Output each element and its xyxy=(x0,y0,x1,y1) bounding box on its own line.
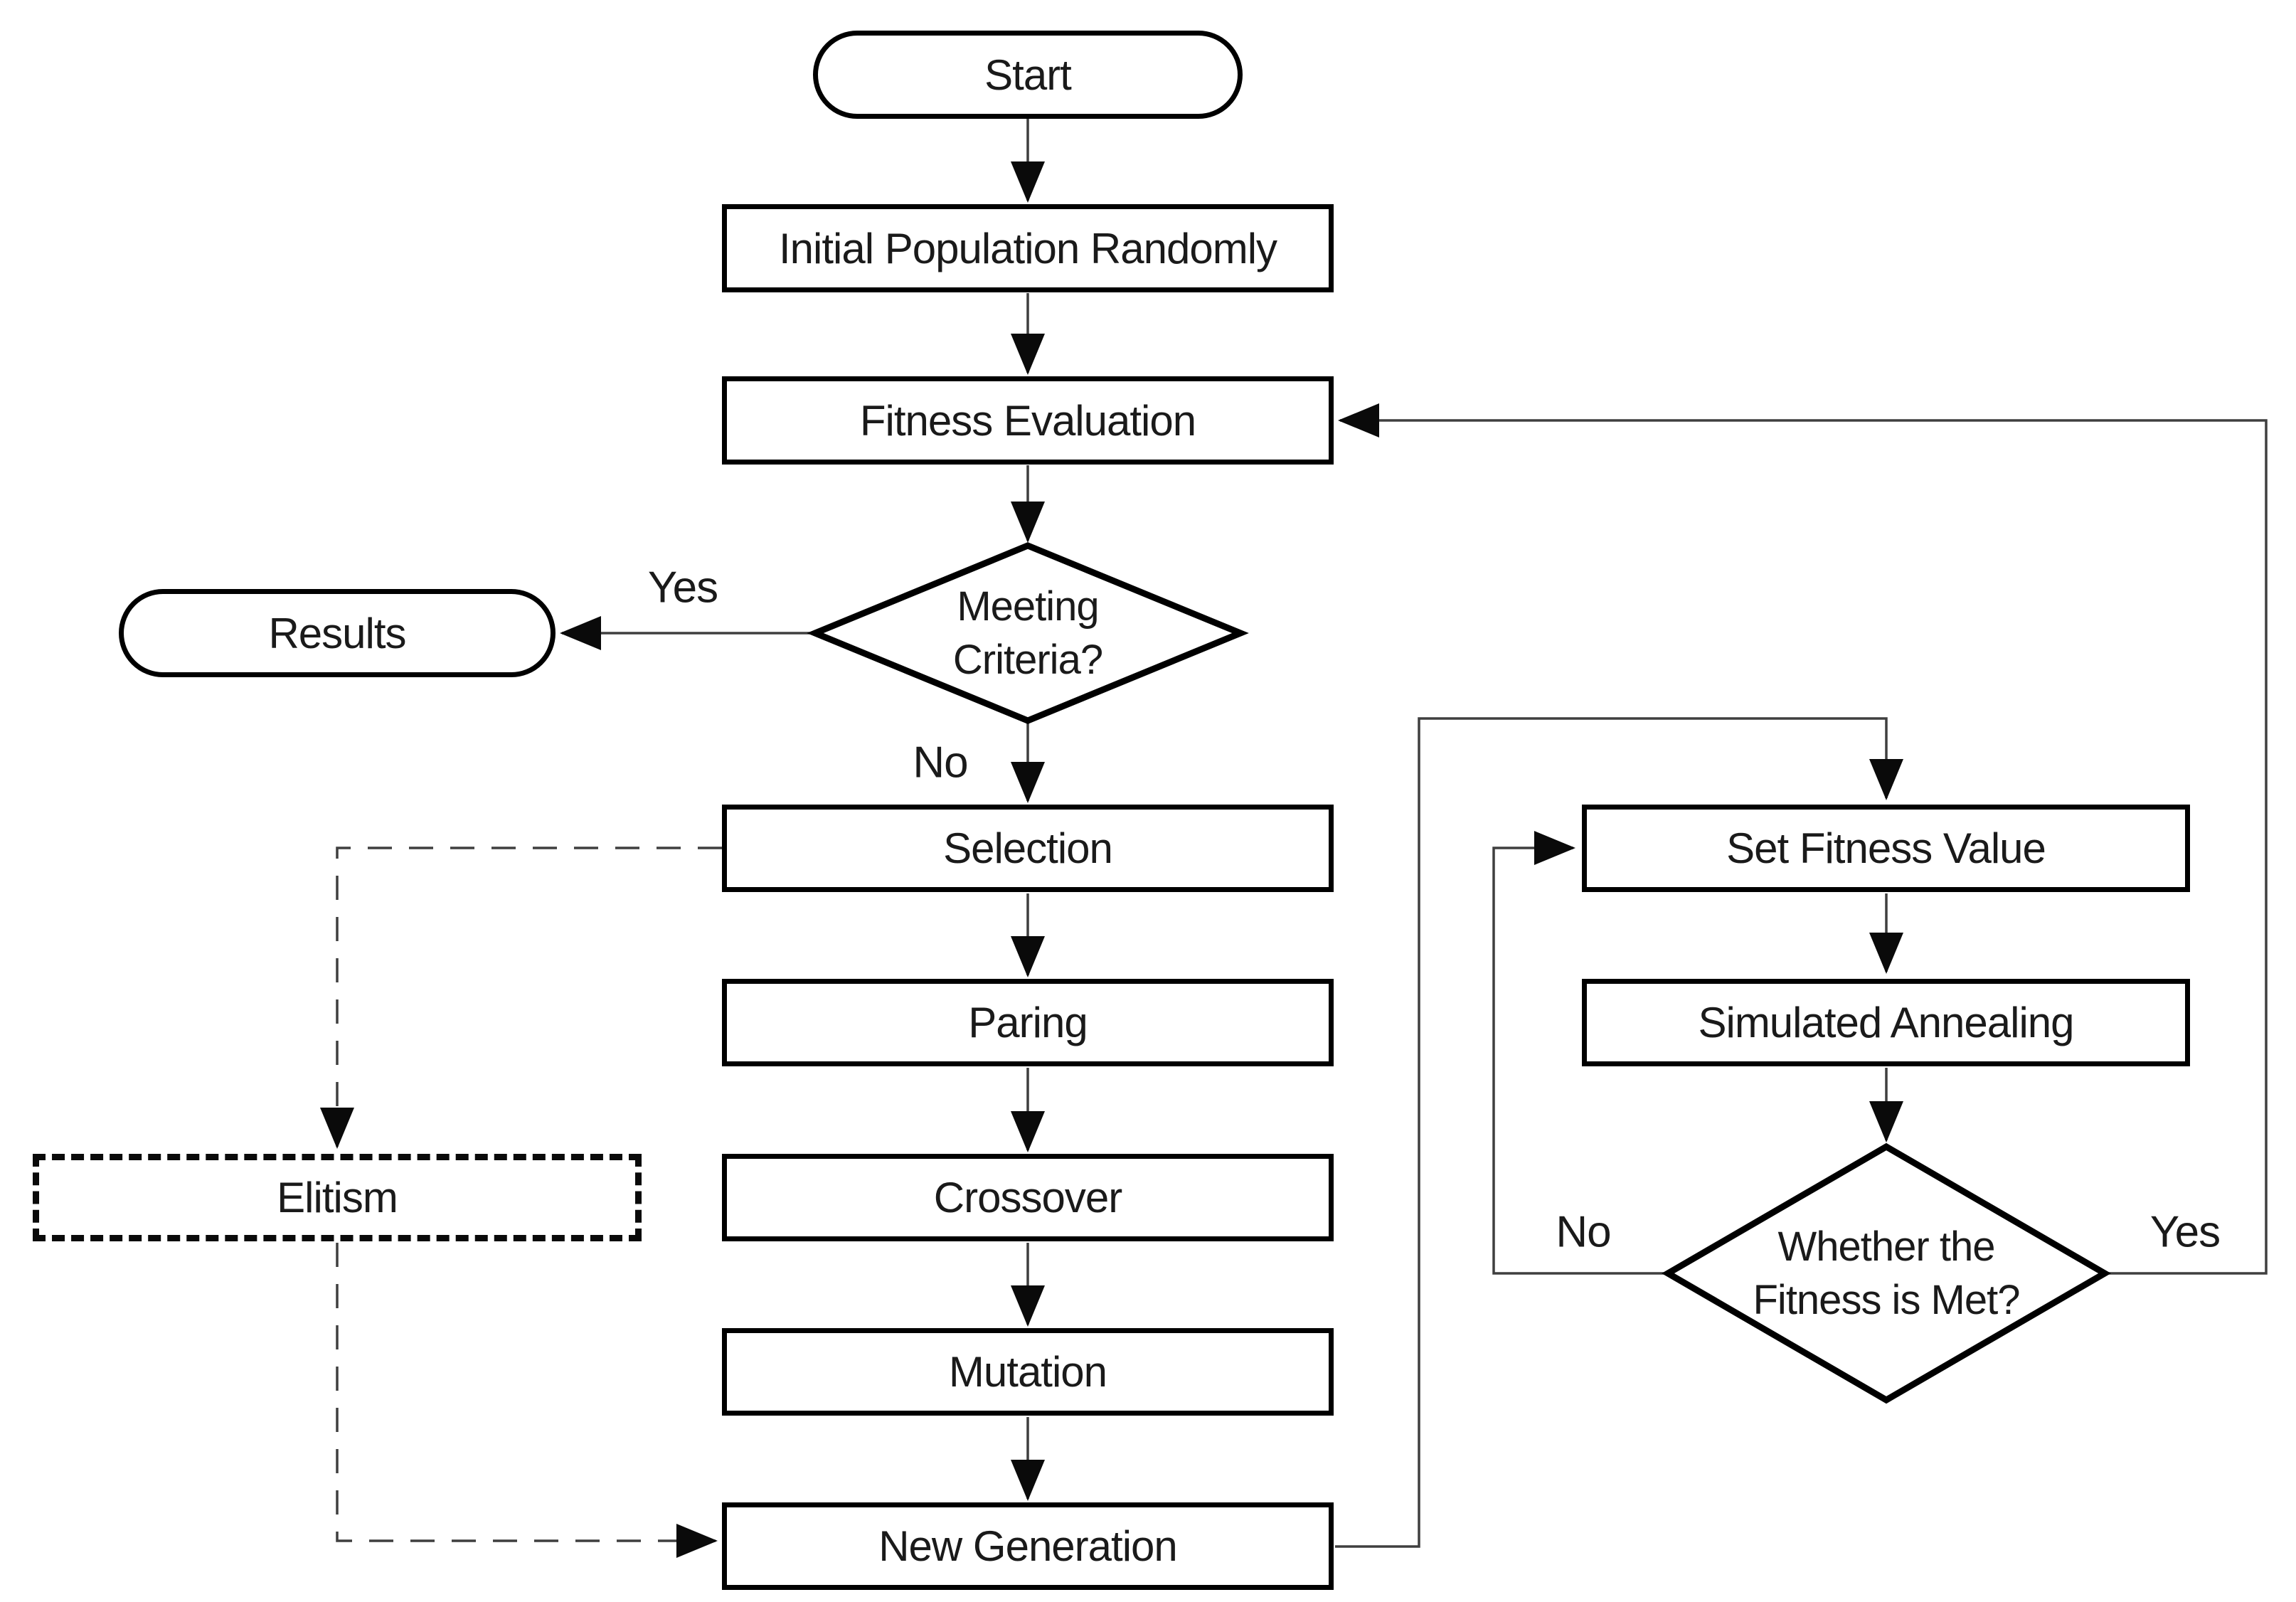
edge-label-fitness-met-no: No xyxy=(1556,1207,1611,1257)
edge-new-generation-to-set-fitness-value xyxy=(1335,717,1903,1548)
edge-fitness-met-no-to-set-fitness-value xyxy=(1492,831,1668,1275)
node-meeting-criteria-label: Meeting Criteria? xyxy=(952,583,1103,683)
node-fitness-evaluation: Fitness Evaluation xyxy=(722,376,1334,465)
node-initial-population: Initial Population Randomly xyxy=(722,204,1334,292)
node-new-generation: New Generation xyxy=(722,1502,1334,1590)
edge-label-meeting-criteria-yes: Yes xyxy=(647,563,718,612)
meeting-criteria-diamond xyxy=(807,542,1249,724)
edge-elitism-to-new-generation-dashed xyxy=(336,1243,718,1558)
node-start: Start xyxy=(813,31,1243,119)
node-set-fitness-value: Set Fitness Value xyxy=(1582,805,2190,892)
node-mutation: Mutation xyxy=(722,1328,1334,1416)
node-selection: Selection xyxy=(722,805,1334,892)
node-elitism: Elitism xyxy=(33,1154,642,1241)
node-simulated-annealing: Simulated Annealing xyxy=(1582,979,2190,1066)
node-results: Results xyxy=(119,589,556,677)
node-whether-fitness-met-label: Whether the Fitness is Met? xyxy=(1753,1223,2021,1323)
node-paring: Paring xyxy=(722,979,1334,1066)
node-crossover: Crossover xyxy=(722,1154,1334,1241)
whether-fitness-met-diamond xyxy=(1662,1142,2111,1404)
edge-fitness-met-yes-to-fitness-evaluation xyxy=(1338,403,2268,1275)
edge-label-meeting-criteria-no: No xyxy=(913,738,968,787)
edge-label-fitness-met-yes: Yes xyxy=(2149,1207,2221,1257)
edge-selection-to-elitism-dashed xyxy=(320,847,722,1149)
